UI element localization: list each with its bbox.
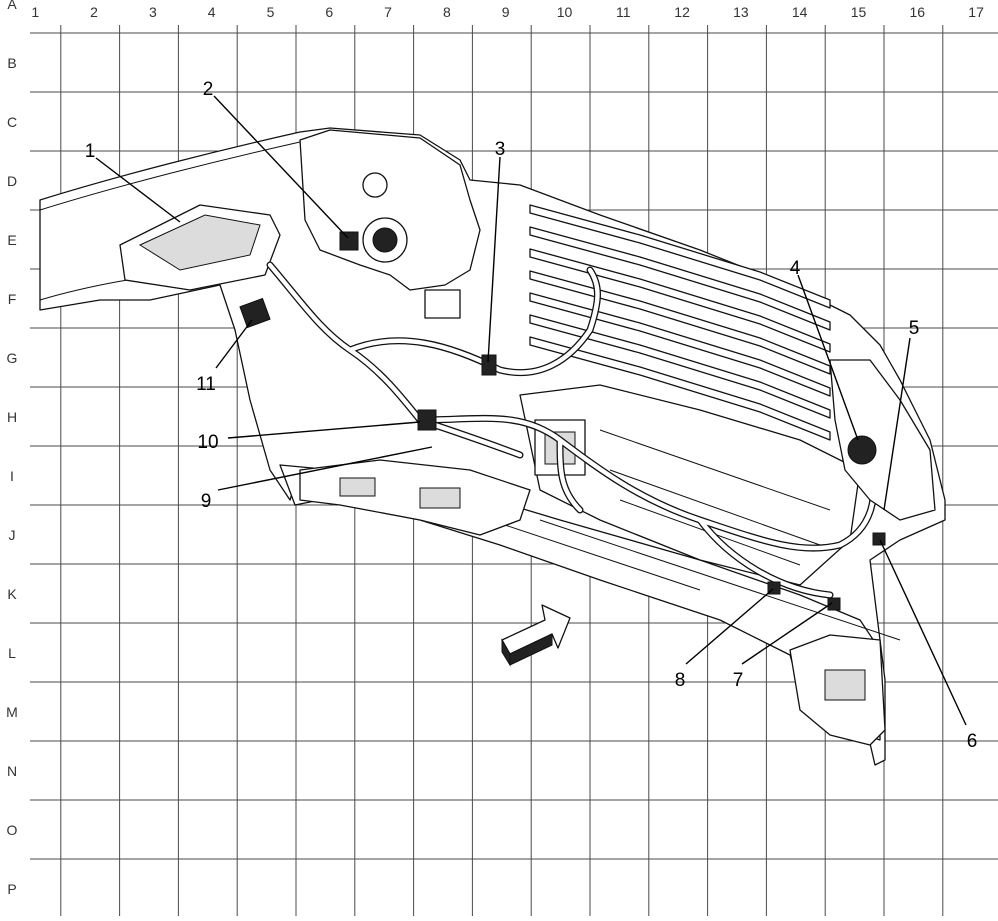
callout-2: 2: [203, 79, 349, 239]
headlamp-socket-1-inner: [372, 227, 398, 253]
callout-3: 3: [487, 139, 506, 363]
callout-8-label: 8: [675, 670, 686, 691]
right-headlamp-cluster: [829, 359, 936, 521]
callout-9-label: 9: [201, 491, 212, 512]
callout-5-label: 5: [909, 318, 920, 339]
grille-slat: [529, 314, 831, 419]
grid-column-label: 12: [674, 4, 690, 20]
grid-column-label: 11: [616, 4, 631, 20]
headlamp-socket-2: [362, 172, 388, 198]
grid-column-label: 2: [90, 4, 98, 20]
callout-5: 5: [883, 318, 920, 511]
grid-row-label: L: [8, 645, 16, 661]
harness-trunk-fill: [267, 262, 876, 598]
callout-9: 9: [201, 446, 433, 512]
grille-slat: [529, 226, 831, 331]
grid-row-label: B: [7, 55, 16, 71]
connector-3: [481, 354, 497, 376]
grid-row-label: F: [8, 291, 17, 307]
vehicle-front-arrow-icon: [501, 604, 571, 667]
grid-row-label: E: [7, 232, 16, 248]
grille-slat: [529, 248, 831, 353]
grille-slat: [529, 270, 831, 375]
bumper-harness-artwork: [39, 127, 946, 766]
grid-column-label: 9: [502, 4, 510, 20]
grid-column-label: 1: [31, 4, 39, 20]
callout-4-label: 4: [790, 258, 801, 279]
callout-11-label: 11: [196, 374, 216, 395]
grid-row-label: J: [9, 527, 16, 543]
grid-column-label: 8: [443, 4, 451, 20]
callout-7-label: 7: [733, 670, 744, 691]
callout-2-label: 2: [203, 79, 214, 100]
callout-6: 6: [879, 539, 978, 752]
callout-1: 1: [85, 141, 181, 223]
grid-row-label: K: [7, 586, 17, 602]
callout-6-label: 6: [967, 731, 978, 752]
callout-8: 8: [675, 588, 774, 691]
grid-row-label: A: [7, 0, 17, 12]
grid-row-label: D: [7, 173, 17, 189]
grid-column-label: 7: [384, 4, 392, 20]
grid-column-label: 16: [909, 4, 925, 20]
grid-column-label: 17: [968, 4, 984, 20]
grid-row-label: O: [7, 822, 18, 838]
grid-column-label: 6: [325, 4, 333, 20]
grid-row-label: C: [7, 114, 17, 130]
callout-11: 11: [196, 319, 253, 395]
grid-row-label: I: [10, 468, 14, 484]
connector-11-body: [239, 297, 271, 329]
grid-column-label: 14: [792, 4, 808, 20]
callout-4: 4: [790, 258, 859, 441]
grid-row-label: M: [6, 704, 18, 720]
callout-3-label: 3: [495, 139, 506, 160]
lower-bracket-left-slot-2: [419, 487, 461, 509]
callout-10-label: 10: [197, 432, 218, 453]
callout-10: 10: [197, 421, 421, 453]
callout-1-label: 1: [85, 141, 96, 162]
grid-column-label: 13: [733, 4, 749, 20]
underhood-fuse-block-top: [138, 214, 261, 271]
grid-row-label: N: [7, 763, 17, 779]
grid-column-label: 10: [557, 4, 573, 20]
grid-row-labels: A B C D E F G H I J K L M N O P: [6, 0, 18, 897]
connector-10: [417, 409, 437, 431]
grid-column-label: 15: [851, 4, 867, 20]
connector-6: [872, 532, 886, 546]
headlamp-mount-block: [424, 289, 461, 319]
grid-column-label: 5: [267, 4, 275, 20]
connector-2: [339, 231, 359, 251]
lower-bracket-right-slot: [824, 669, 866, 701]
lower-bracket-left-slot-1: [339, 477, 376, 497]
grid-row-label: G: [7, 350, 18, 366]
grid-column-label: 4: [208, 4, 216, 20]
grid-row-label: H: [7, 409, 17, 425]
grille-slat: [529, 292, 831, 397]
connector-7: [827, 597, 841, 611]
grid-row-label: P: [7, 881, 16, 897]
callout-7: 7: [733, 602, 833, 691]
right-lamp-socket: [847, 435, 877, 465]
grid-column-label: 3: [149, 4, 157, 20]
grille-slat: [529, 204, 831, 309]
